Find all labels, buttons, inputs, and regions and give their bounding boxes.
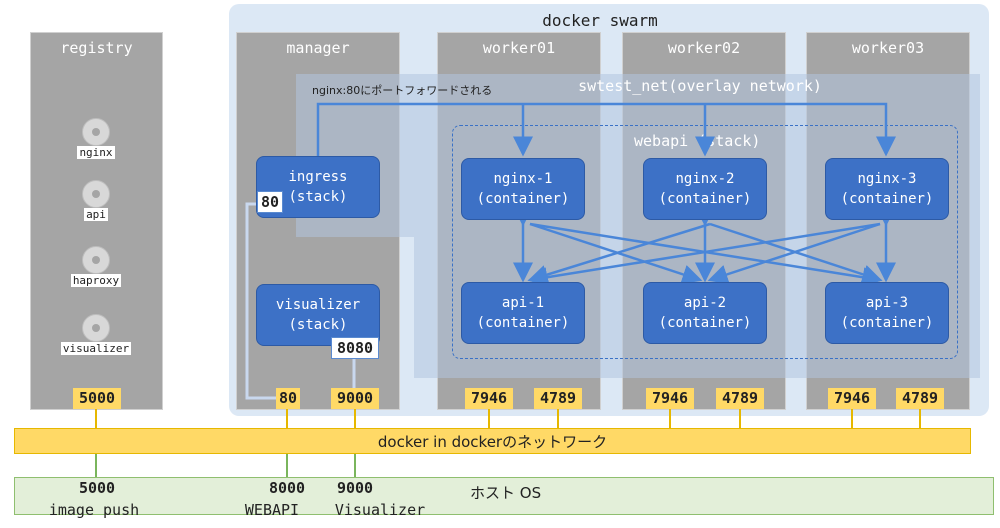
- container-name: nginx-1: [493, 171, 553, 187]
- registry-port: 5000: [73, 388, 121, 409]
- host-port-5000: 5000: [73, 478, 121, 498]
- webapi-caption: WEBAPI: [244, 501, 300, 519]
- host-os-label: ホスト OS: [470, 484, 542, 502]
- worker03-port-7946: 7946: [828, 388, 876, 409]
- container-type: (container): [658, 315, 752, 331]
- manager-port-80: 80: [276, 388, 300, 409]
- registry-title: registry: [60, 39, 133, 57]
- image-api: api: [56, 180, 136, 221]
- visualizer-type: (stack): [288, 317, 348, 333]
- ingress-name: ingress: [288, 169, 348, 185]
- worker01-port-7946: 7946: [465, 388, 513, 409]
- api-2-container: api-2 (container): [643, 282, 767, 344]
- docker-swarm-label: docker swarm: [542, 11, 658, 30]
- worker01-title: worker01: [482, 39, 556, 57]
- dind-network-bar: docker in dockerのネットワーク: [14, 428, 971, 454]
- worker03-title: worker03: [851, 39, 925, 57]
- container-name: nginx-3: [857, 171, 917, 187]
- worker02-port-7946: 7946: [646, 388, 694, 409]
- nginx-3-container: nginx-3 (container): [825, 158, 949, 220]
- overlay-network-label: swtest_net(overlay network): [578, 77, 822, 95]
- ingress-type: (stack): [288, 189, 348, 205]
- image-label: visualizer: [60, 342, 132, 355]
- visualizer-port: 8080: [331, 337, 379, 359]
- visualizer-stack: visualizer (stack): [256, 284, 380, 346]
- host-os-area: [14, 477, 994, 515]
- worker02-port-4789: 4789: [716, 388, 764, 409]
- container-name: nginx-2: [675, 171, 735, 187]
- manager-port-9000: 9000: [331, 388, 379, 409]
- worker02-title: worker02: [667, 39, 741, 57]
- container-name: api-2: [683, 295, 727, 311]
- worker03-port-4789: 4789: [896, 388, 944, 409]
- disc-icon: [82, 180, 110, 208]
- ingress-port: 80: [257, 191, 283, 213]
- worker01-port-4789: 4789: [534, 388, 582, 409]
- container-name: api-1: [501, 295, 545, 311]
- container-type: (container): [658, 191, 752, 207]
- disc-icon: [82, 118, 110, 146]
- container-name: api-3: [865, 295, 909, 311]
- image-nginx: nginx: [56, 118, 136, 159]
- visualizer-caption: Visualizer: [334, 501, 426, 519]
- image-label: nginx: [77, 146, 115, 159]
- disc-icon: [82, 314, 110, 342]
- image-visualizer: visualizer: [56, 314, 136, 355]
- container-type: (container): [840, 315, 934, 331]
- host-port-8000: 8000: [263, 478, 311, 498]
- container-type: (container): [476, 315, 570, 331]
- container-type: (container): [476, 191, 570, 207]
- nginx-1-container: nginx-1 (container): [461, 158, 585, 220]
- image-label: haproxy: [70, 274, 122, 287]
- api-3-container: api-3 (container): [825, 282, 949, 344]
- api-1-container: api-1 (container): [461, 282, 585, 344]
- disc-icon: [82, 246, 110, 274]
- image-push-caption: image push: [48, 501, 140, 519]
- manager-title: manager: [286, 39, 350, 57]
- visualizer-name: visualizer: [275, 297, 361, 313]
- host-port-9000: 9000: [331, 478, 379, 498]
- port-forward-note: nginx:80にポートフォワードされる: [312, 84, 493, 97]
- container-type: (container): [840, 191, 934, 207]
- nginx-2-container: nginx-2 (container): [643, 158, 767, 220]
- image-haproxy: haproxy: [56, 246, 136, 287]
- image-label: api: [84, 208, 108, 221]
